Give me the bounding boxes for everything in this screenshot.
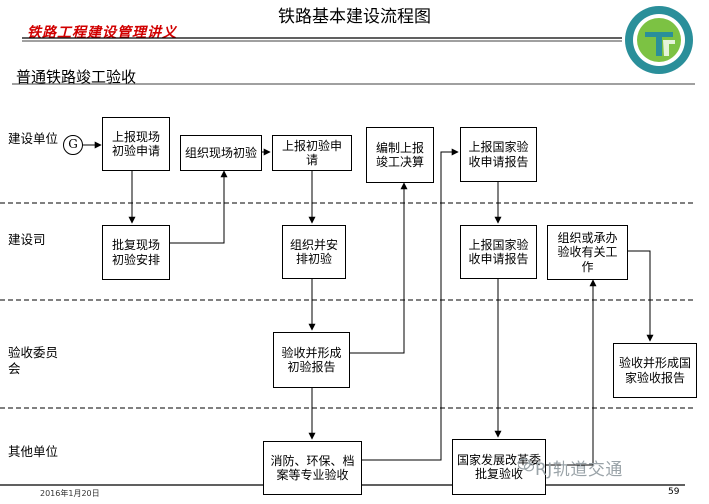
page-number: 59 <box>668 487 680 497</box>
arrow-undertake-to-national-report <box>628 250 654 342</box>
lane-label-construction-dept: 建设司 <box>8 232 46 247</box>
box-organize-undertake-acceptance: 组织或承办验收有关工作 <box>547 225 628 280</box>
wechat-icon <box>518 458 534 472</box>
box-professional-acceptance: 消防、环保、档案等专业验收 <box>263 441 362 495</box>
box-report-site-initial-request: 上报现场初验申请 <box>102 117 170 171</box>
lane-label-other-units: 其他单位 <box>8 444 59 459</box>
lane-label-acceptance-committee: 验收委员 会 <box>8 345 58 377</box>
box-compile-final-accounts: 编制上报竣工决算 <box>366 127 434 183</box>
box-organize-site-initial: 组织现场初验 <box>180 135 262 171</box>
box-initial-acceptance-report: 验收并形成初验报告 <box>273 332 350 388</box>
box-report-national-acceptance-a: 上报国家验收申请报告 <box>460 127 537 182</box>
footer-date: 2016年1月20日 <box>40 489 100 498</box>
start-symbol-circle <box>63 135 83 155</box>
box-ndrc-approval: 国家发展改革委批复验收 <box>452 439 546 495</box>
start-symbol-label: G <box>68 137 78 151</box>
slide-title: 铁路基本建设流程图 <box>278 7 431 27</box>
box-national-acceptance-report: 验收并形成国家验收报告 <box>613 343 697 398</box>
school-logo-icon <box>625 6 693 74</box>
arrow-initial-report-to-accounts <box>350 182 408 354</box>
section-title: 普通铁路竣工验收 <box>16 68 137 86</box>
arrow-reply-to-organize <box>170 170 228 244</box>
lane-label-construction-unit: 建设单位 <box>8 131 59 146</box>
arrow-professional-to-national <box>362 148 459 461</box>
arrow-ndrc-to-undertake <box>546 279 597 466</box>
lane-label-acceptance-committee-line1: 验收委员 <box>8 345 59 360</box>
box-reply-site-initial: 批复现场初验安排 <box>102 225 170 280</box>
lane-label-acceptance-committee-line2: 会 <box>8 361 21 376</box>
course-title: 铁路工程建设管理讲义 <box>27 25 177 41</box>
box-organize-arrange-initial: 组织并安排初验 <box>282 225 346 279</box>
box-report-national-acceptance-b: 上报国家验收申请报告 <box>460 225 537 279</box>
watermark-text: RJ轨道交通 <box>535 460 623 480</box>
box-report-initial-request: 上报初验申请 <box>272 135 352 171</box>
